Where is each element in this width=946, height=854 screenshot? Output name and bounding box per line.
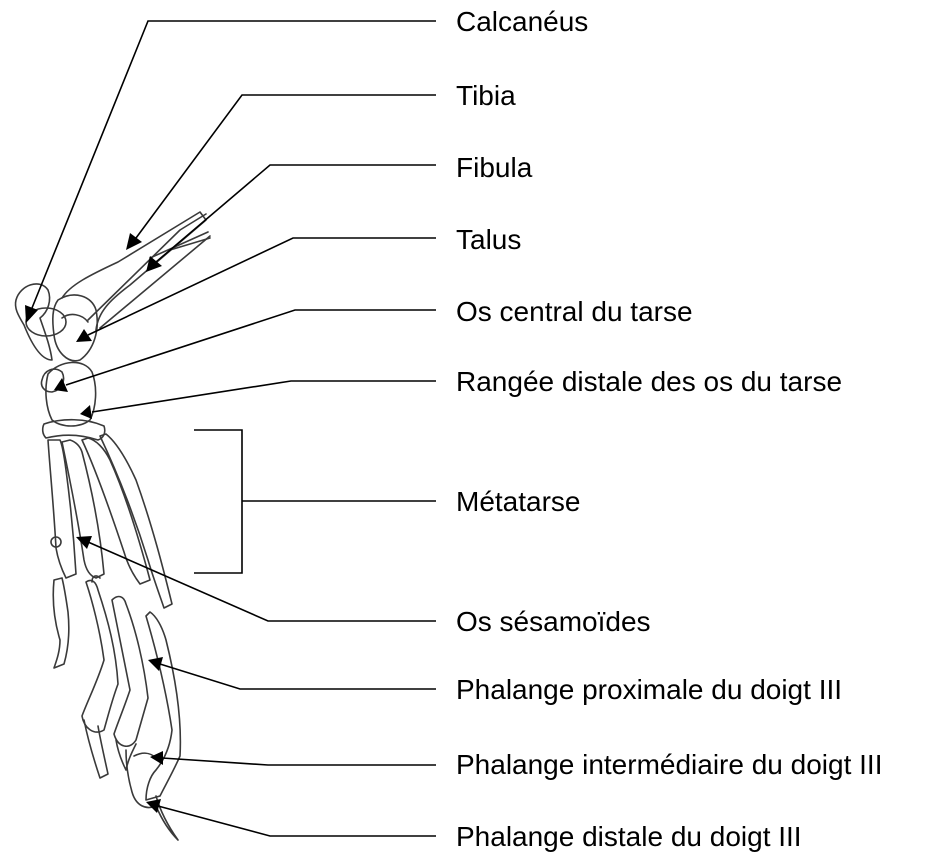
label-distal-tarsals: Rangée distale des os du tarse [456,366,842,398]
label-metatarsus: Métatarse [456,486,581,518]
label-calcaneus: Calcanéus [456,6,588,38]
label-tibia: Tibia [456,80,516,112]
label-central-tarsal: Os central du tarse [456,296,693,328]
label-fibula: Fibula [456,152,532,184]
label-intermediate-phalanx: Phalange intermédiaire du doigt III [456,749,883,781]
label-proximal-phalanx: Phalange proximale du doigt III [456,674,842,706]
label-sesamoids: Os sésamoïdes [456,606,651,638]
label-distal-phalanx: Phalange distale du doigt III [456,821,802,853]
label-talus: Talus [456,224,521,256]
foot-bones [15,212,210,840]
leader-lines [25,21,436,836]
